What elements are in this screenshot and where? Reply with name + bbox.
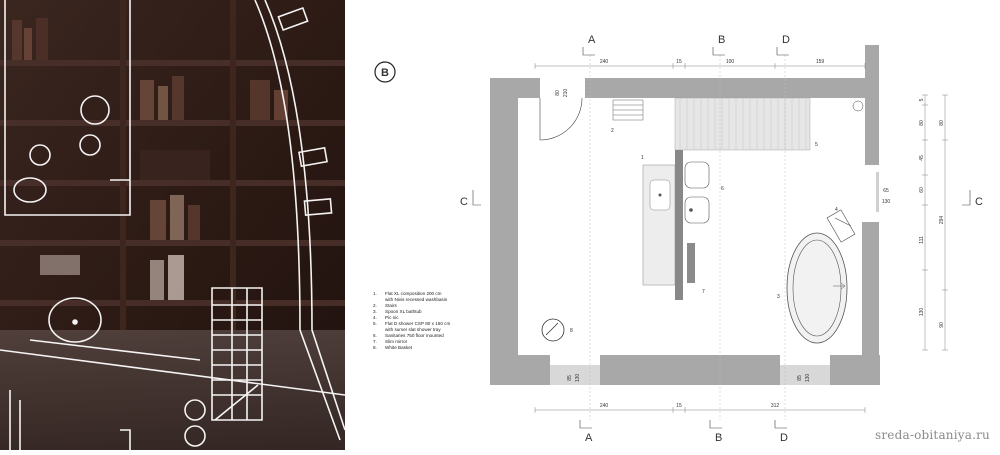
svg-text:8.White Basket: 8.White Basket (373, 345, 413, 350)
svg-text:B: B (718, 34, 725, 46)
svg-text:240: 240 (600, 403, 609, 409)
section-marker-d-top: D (776, 34, 790, 56)
round-fixture (852, 100, 864, 112)
section-marker-d-bottom: D (774, 420, 788, 444)
legend: 1.Flat XL composition 200 cm with Nivis … (373, 291, 450, 350)
bottom-window-dims: 85 130 85 130 (567, 374, 811, 383)
svg-text:C: C (975, 196, 983, 208)
bookshelf-photo (0, 0, 345, 450)
svg-text:130: 130 (805, 374, 811, 383)
callout-4: 4 (835, 207, 838, 213)
shower-tray (674, 97, 811, 151)
svg-text:90: 90 (939, 322, 945, 328)
svg-text:159: 159 (816, 59, 825, 65)
section-marker-c-left: C (460, 190, 481, 208)
svg-text:with Nivis recessed washbasin: with Nivis recessed washbasin (385, 297, 448, 302)
svg-text:60: 60 (919, 187, 925, 193)
svg-text:C: C (460, 196, 468, 208)
walls (490, 45, 880, 385)
svg-text:80: 80 (555, 90, 561, 96)
pic-nic-stool (826, 209, 856, 243)
svg-text:294: 294 (939, 216, 945, 225)
svg-text:with sumer slat shower tray: with sumer slat shower tray (385, 327, 441, 332)
white-basket (541, 318, 565, 342)
dimension-bottom: 240 15 312 (534, 403, 866, 413)
door-dims: 80 210 (555, 89, 569, 98)
svg-text:2.Stairs: 2.Stairs (373, 303, 397, 308)
svg-text:130: 130 (882, 199, 891, 205)
section-marker-b-bottom: B (709, 420, 722, 444)
callout-7: 7 (702, 289, 705, 295)
svg-text:3.Spoon XL bathtub: 3.Spoon XL bathtub (373, 309, 422, 314)
callout-1: 1 (641, 155, 644, 161)
callout-2: 2 (611, 128, 614, 134)
dimension-right: 5 80 45 60 111 130 80 294 90 (919, 94, 948, 351)
svg-text:85: 85 (567, 375, 573, 381)
svg-text:100: 100 (726, 59, 735, 65)
svg-text:210: 210 (563, 89, 569, 98)
svg-text:7.Slim mirror: 7.Slim mirror (373, 339, 408, 344)
svg-text:65: 65 (883, 188, 889, 194)
section-marker-c-right: C (962, 190, 983, 208)
svg-text:312: 312 (771, 403, 780, 409)
door-swing (539, 97, 583, 141)
photo-illustration (0, 0, 345, 450)
svg-text:6.Sanitaries 750 floor mounted: 6.Sanitaries 750 floor mounted (373, 333, 444, 338)
floor-plan-panel: B (345, 0, 1000, 450)
watermark: sreda-obitaniya.ru (875, 428, 990, 442)
section-marker-b-top: B (712, 34, 725, 56)
section-marker-a-top: A (582, 34, 596, 56)
svg-text:80: 80 (919, 120, 925, 126)
dimension-top: 240 15 100 159 (534, 59, 866, 69)
svg-text:A: A (588, 34, 596, 46)
floor-plan: B (373, 34, 983, 444)
svg-text:85: 85 (797, 375, 803, 381)
stairs (612, 99, 644, 121)
svg-text:130: 130 (575, 374, 581, 383)
bookshelves (0, 0, 345, 330)
svg-text:240: 240 (600, 59, 609, 65)
svg-text:4.Pic nic: 4.Pic nic (373, 315, 399, 320)
section-marker-a-bottom: A (579, 420, 593, 444)
sanitaries (684, 161, 710, 224)
section-markers: A B D A B D C (460, 34, 983, 444)
callout-3: 3 (777, 294, 780, 300)
svg-text:D: D (782, 34, 790, 46)
vanity-composition (642, 150, 695, 300)
svg-text:130: 130 (919, 308, 925, 317)
svg-text:111: 111 (919, 236, 925, 244)
svg-text:80: 80 (939, 120, 945, 126)
plan-badge: B (374, 61, 396, 83)
svg-text:1.Flat XL composition 200 cm: 1.Flat XL composition 200 cm (373, 291, 442, 296)
wall-plan-drawing (0, 0, 345, 450)
right-window-dims: 65 130 (882, 188, 891, 205)
svg-text:A: A (585, 432, 593, 444)
bathtub (786, 232, 848, 344)
svg-text:D: D (780, 432, 788, 444)
svg-text:5.Flat D shower CSP 80 x 160 c: 5.Flat D shower CSP 80 x 160 cm (373, 321, 450, 326)
svg-text:15: 15 (676, 59, 682, 65)
section-lines (589, 55, 786, 420)
svg-text:B: B (381, 67, 389, 79)
svg-text:45: 45 (919, 155, 925, 161)
svg-text:5: 5 (919, 98, 925, 101)
callout-5: 5 (815, 142, 818, 148)
callout-numbers: 1 2 3 4 5 6 7 8 (570, 128, 838, 334)
svg-text:15: 15 (676, 403, 682, 409)
callout-6: 6 (721, 186, 724, 192)
callout-8: 8 (570, 328, 573, 334)
svg-text:B: B (715, 432, 722, 444)
